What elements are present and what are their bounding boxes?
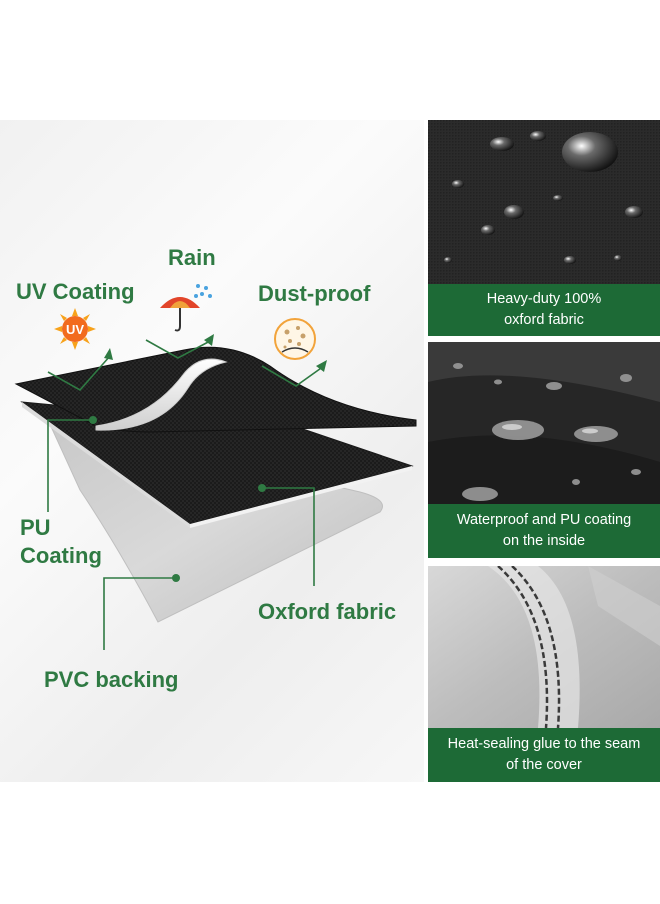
rain-label: Rain: [168, 245, 216, 270]
uv-coating-label: UV Coating: [16, 279, 135, 304]
dust-icon: [274, 318, 316, 360]
pu-coating-label-line1: PU: [20, 515, 51, 540]
caption-waterproof: Waterproof and PU coating on the inside: [428, 504, 660, 558]
dust-proof-label: Dust-proof: [258, 281, 371, 306]
caption-heat-sealing: Heat-sealing glue to the seam of the cov…: [428, 728, 660, 782]
uv-badge-text: UV: [66, 322, 84, 337]
caption-2-line-1: Waterproof and PU coating: [456, 512, 632, 528]
caption-3-line-2: of the cover: [506, 757, 582, 773]
oxford-fabric-label: Oxford fabric: [258, 599, 397, 624]
caption-oxford-fabric: Heavy-duty 100% oxford fabric: [428, 284, 660, 336]
pvc-backing-label: PVC backing: [44, 667, 179, 692]
umbrella-icon: [160, 284, 212, 332]
layer-diagram-panel: UV UV Coating Rain Dust-proof PU Coating…: [0, 120, 424, 782]
fabric-layers-illustration: [14, 334, 417, 650]
sun-icon: UV: [54, 308, 96, 350]
caption-2-line-2: on the inside: [502, 533, 586, 549]
caption-3-line-1: Heat-sealing glue to the seam: [447, 736, 641, 752]
pu-coating-curl: [95, 358, 228, 431]
caption-1-line-2: oxford fabric: [504, 312, 584, 328]
oxford-fabric-photo: [428, 120, 660, 284]
feature-panels: Heavy-duty 100% oxford fabric: [428, 120, 660, 782]
uv-coating-layer: [14, 346, 417, 433]
pu-coating-label-line2: Coating: [20, 543, 102, 568]
seam-photo: [428, 566, 660, 728]
caption-1-line-1: Heavy-duty 100%: [486, 291, 602, 307]
product-infographic: UV UV Coating Rain Dust-proof PU Coating…: [0, 120, 660, 782]
waterproof-photo: [428, 342, 660, 504]
